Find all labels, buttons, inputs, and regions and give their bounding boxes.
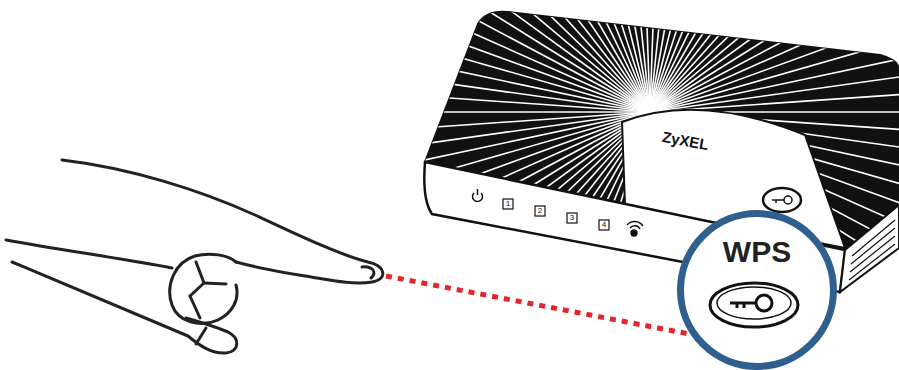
stripe xyxy=(426,0,650,112)
stripe xyxy=(251,112,650,140)
stripe xyxy=(526,0,650,112)
port-leds xyxy=(503,199,609,230)
stripe xyxy=(285,0,650,112)
stripe xyxy=(382,0,650,112)
stripe xyxy=(254,112,650,168)
wps-button-small xyxy=(763,188,801,212)
stripe xyxy=(297,0,650,112)
port-number: 2 xyxy=(537,205,543,216)
stripe xyxy=(500,0,650,112)
stripe xyxy=(475,0,650,112)
stripe xyxy=(553,0,650,112)
key-icon-small xyxy=(772,196,792,204)
stripe xyxy=(608,0,650,112)
port-number: 4 xyxy=(601,219,607,230)
router-side xyxy=(840,205,899,292)
port-number: 1 xyxy=(505,198,511,209)
stripe xyxy=(344,0,650,112)
button-label: WPS xyxy=(684,235,830,269)
stripe xyxy=(254,56,650,112)
stripe xyxy=(650,0,874,112)
side-vents xyxy=(849,220,895,280)
pointing-hand xyxy=(6,160,383,353)
stripe xyxy=(326,0,650,112)
stripe xyxy=(581,0,650,112)
leader-line xyxy=(386,276,700,336)
stripe xyxy=(450,0,650,112)
wlan-icon xyxy=(627,221,643,236)
wps-button-large xyxy=(684,217,830,363)
port-number: 3 xyxy=(569,212,575,223)
stripe xyxy=(650,29,899,112)
stripe xyxy=(326,112,650,347)
stripe xyxy=(650,2,899,112)
button-face xyxy=(717,287,791,319)
stripe xyxy=(250,111,650,113)
stripe xyxy=(274,0,650,112)
button-rim xyxy=(710,283,798,327)
router-stripes xyxy=(250,0,899,370)
callout-circle: WPS xyxy=(677,210,837,370)
stripe xyxy=(259,29,650,112)
stripe xyxy=(650,84,899,112)
stripe xyxy=(251,84,650,112)
stripe xyxy=(636,0,650,112)
key-icon xyxy=(730,295,772,311)
power-icon xyxy=(472,189,482,202)
